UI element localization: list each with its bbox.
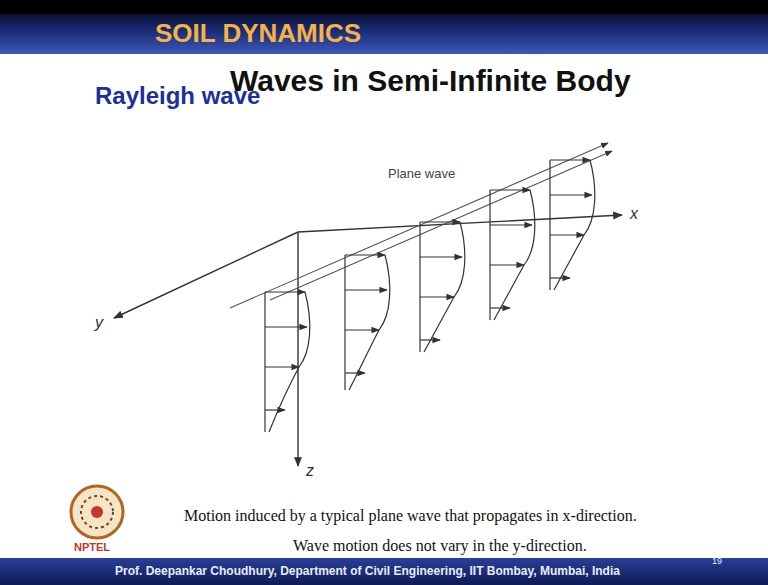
axis-label: x (630, 205, 638, 223)
slide-title: Waves in Semi-Infinite Body (230, 64, 631, 98)
footer-credit: Prof. Deepankar Choudhury, Department of… (115, 564, 620, 578)
wave-type-heading: Rayleigh wave (95, 82, 260, 110)
axis-label: y (95, 314, 103, 332)
page-number: 19 (712, 556, 722, 566)
header-band (0, 14, 768, 54)
logo-text: NPTEL (74, 541, 110, 553)
caption-line: Wave motion does not vary in the y-direc… (293, 537, 587, 555)
top-strip (0, 0, 768, 14)
displacement-profiles (265, 160, 595, 432)
figure-label: Plane wave (388, 166, 455, 181)
caption-line: Motion induced by a typical plane wave t… (184, 507, 637, 525)
wave-sheet (230, 143, 612, 308)
footer-band (0, 558, 768, 585)
nptel-logo (71, 486, 123, 538)
axis-label: z (306, 462, 314, 480)
header-label: SOIL DYNAMICS (155, 18, 361, 49)
axes (114, 215, 622, 466)
